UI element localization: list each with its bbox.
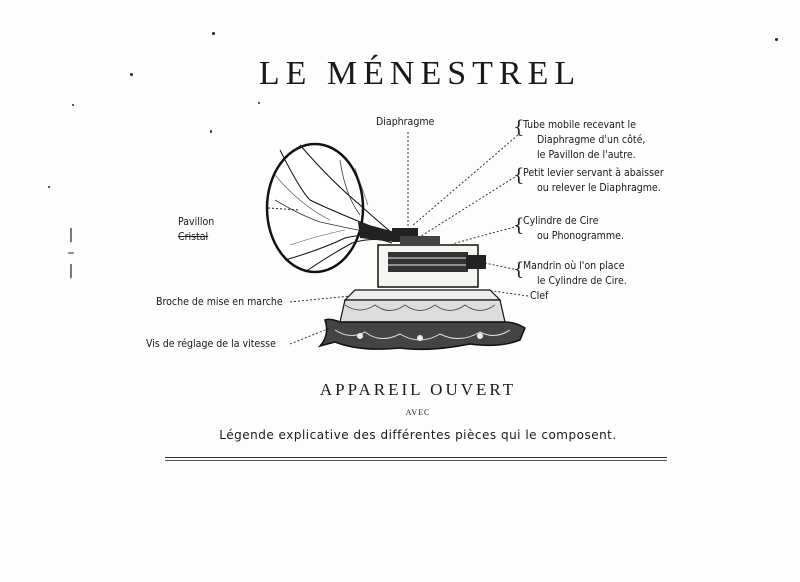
brace-mark: { — [513, 215, 525, 236]
label-mandrin: Mandrin où l'on place le Cylindre de Cire… — [523, 259, 627, 289]
label-levier: Petit levier servant à abaisser ou releve… — [523, 166, 664, 196]
label-pavillon-text: Pavillon — [178, 216, 215, 228]
divider — [165, 460, 667, 461]
label-pavillon: Pavillon Cristal — [172, 200, 214, 245]
label-pavillon-struck: Cristal — [178, 231, 209, 243]
speck — [212, 32, 215, 35]
label-levier-line1: Petit levier servant à abaisser — [523, 167, 664, 179]
speck — [72, 104, 74, 106]
brace-mark: { — [513, 259, 525, 280]
label-cylindre: Cylindre de Cire ou Phonogramme. — [523, 214, 624, 244]
speck — [775, 38, 778, 41]
label-clef: Clef — [530, 290, 549, 302]
margin-mark: | — [68, 227, 74, 243]
margin-mark: | — [68, 263, 74, 279]
label-vis: Vis de réglage de la vitesse — [146, 338, 276, 350]
horn-icon — [265, 142, 395, 274]
divider — [165, 457, 667, 458]
caption-heading: APPAREIL OUVERT — [319, 380, 517, 399]
margin-marks: | – | — [66, 226, 76, 280]
brace-mark: { — [513, 117, 525, 138]
label-tube-line1: Tube mobile recevant le — [523, 119, 636, 131]
base-icon — [317, 289, 526, 351]
speck — [258, 102, 260, 104]
label-cylindre-line2: ou Phonogramme. — [537, 230, 624, 242]
label-tube-line2: Diaphragme d'un côté, — [537, 134, 646, 146]
label-mandrin-line1: Mandrin où l'on place — [523, 260, 625, 272]
mechanism-icon — [377, 228, 486, 288]
brace-mark: { — [513, 165, 525, 186]
caption-avec: AVEC — [405, 408, 431, 417]
label-cylindre-line1: Cylindre de Cire — [523, 215, 599, 227]
leader-lines — [267, 132, 529, 345]
speck — [210, 130, 212, 133]
speck — [48, 186, 50, 188]
speck — [130, 73, 133, 76]
page-title: LE MÉNESTREL — [258, 55, 582, 92]
label-diaphragme: Diaphragme — [376, 116, 435, 128]
caption-legend: Légende explicative des différentes pièc… — [219, 428, 617, 442]
label-broche: Broche de mise en marche — [156, 296, 283, 308]
label-levier-line2: ou relever le Diaphragme. — [537, 182, 661, 194]
margin-mark: – — [67, 245, 75, 261]
label-tube: Tube mobile recevant le Diaphragme d'un c… — [523, 118, 645, 163]
label-mandrin-line2: le Cylindre de Cire. — [537, 275, 627, 287]
label-tube-line3: le Pavillon de l'autre. — [537, 149, 636, 161]
